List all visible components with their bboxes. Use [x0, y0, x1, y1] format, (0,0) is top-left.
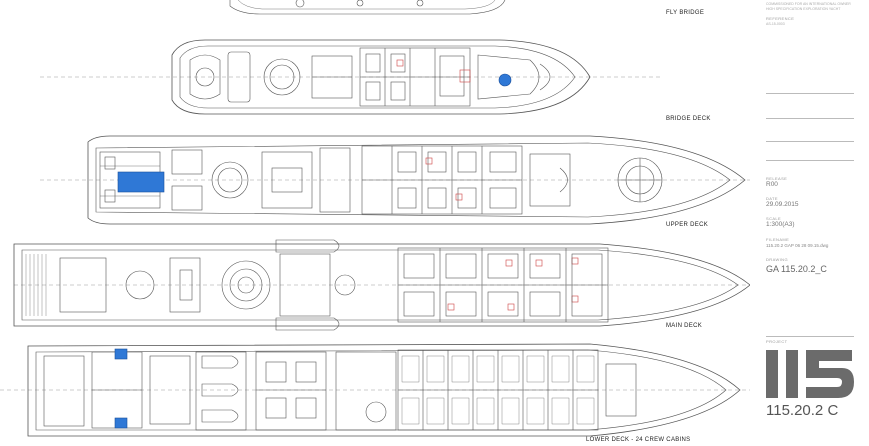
release-label: RELEASE: [766, 176, 788, 181]
filename-value: 115.20.2 GAP 06 28 09.15.dwg: [766, 243, 829, 248]
header-note: COMMISSIONED FOR AN INTERNATIONAL OWNER: [766, 2, 851, 6]
bridge-deck-plan: [40, 39, 660, 115]
project-code: 115.20.2 C: [766, 402, 839, 419]
main-deck-plan: [13, 239, 750, 331]
project-label: PROJECT: [766, 339, 788, 344]
reference-label: REFERENCE: [766, 16, 795, 21]
reference-value: AS-15-0003: [766, 22, 785, 26]
divider: [766, 93, 854, 94]
filename-label: FILENAME: [766, 237, 790, 242]
project-number-logo: [766, 350, 854, 398]
deck-label-main: MAIN DECK: [666, 323, 703, 329]
upper-deck-plan: [40, 135, 750, 225]
scale-label: SCALE: [766, 216, 782, 221]
header-note-2: HIGH SPECIFICATION EXPLORATION YACHT: [766, 7, 841, 11]
divider: [766, 118, 854, 119]
deck-label-fly-bridge: FLY BRIDGE: [666, 10, 705, 16]
divider: [766, 160, 854, 161]
deck-label-upper: UPPER DECK: [666, 222, 709, 228]
divider: [766, 336, 854, 337]
date-value: 29.09.2015: [766, 201, 799, 208]
title-block: COMMISSIONED FOR AN INTERNATIONAL OWNER …: [750, 0, 869, 446]
deck-label-bridge: BRIDGE DECK: [666, 116, 711, 122]
fly-bridge-plan: [229, 0, 506, 15]
deck-label-lower: LOWER DECK - 24 CREW CABINS: [586, 437, 691, 443]
drawing-value: GA 115.20.2_C: [766, 264, 827, 274]
divider: [766, 141, 854, 142]
lower-deck-plan: [0, 343, 750, 437]
drawing-label: DRAWING: [766, 257, 788, 262]
release-value: R00: [766, 181, 778, 188]
date-label: DATE: [766, 196, 778, 201]
general-arrangement-drawing: FLY BRIDGE BRIDGE DECK UPPER DECK MAIN D…: [0, 0, 750, 443]
scale-value: 1:300(A3): [766, 221, 795, 228]
